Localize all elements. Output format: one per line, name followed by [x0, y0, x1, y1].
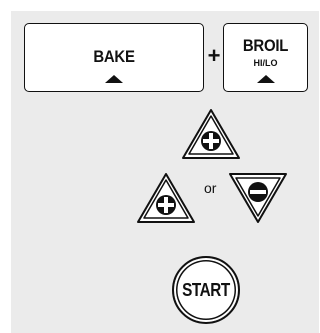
- bake-button[interactable]: BAKE: [24, 23, 204, 92]
- broil-indicator-icon: [256, 75, 275, 83]
- start-button[interactable]: START: [172, 256, 240, 324]
- start-label: START: [182, 280, 230, 300]
- increase-button-alt[interactable]: [136, 172, 196, 224]
- plus-sign: +: [207, 43, 221, 68]
- decrease-button[interactable]: [228, 172, 288, 224]
- broil-label: BROIL: [242, 36, 289, 55]
- bake-indicator-icon: [105, 75, 123, 83]
- broil-button[interactable]: BROIL HI/LO: [223, 23, 308, 92]
- plus-icon: [201, 131, 221, 151]
- minus-icon: [248, 182, 268, 202]
- or-label: or: [204, 180, 217, 196]
- broil-sublabel: HI/LO: [253, 58, 278, 68]
- plus-icon: [156, 195, 176, 215]
- bake-label: BAKE: [93, 47, 135, 66]
- increase-button[interactable]: [181, 108, 241, 160]
